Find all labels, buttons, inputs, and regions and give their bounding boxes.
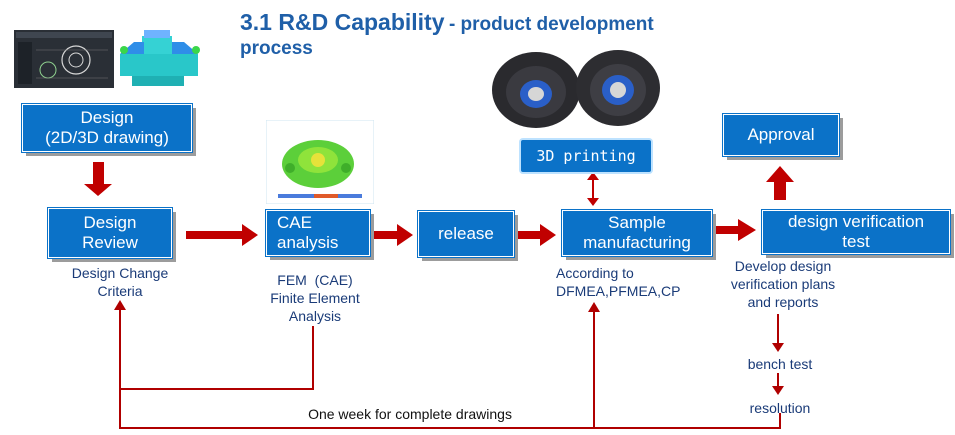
arrow-cae-to-release [372,224,413,246]
develop-plans-label: Develop design verification plans and re… [708,257,858,312]
title-sub: - product development [448,14,654,35]
fem-analysis-image [266,120,374,204]
sample-line1: Sample [608,212,666,232]
develop-line2: verification plans [730,276,836,293]
resolution-label: resolution [749,400,811,416]
design-box-line1: Design [80,107,134,127]
release-label: release [438,223,494,243]
product-photo-image [492,50,660,128]
arrow-review-to-cae [186,224,258,246]
loop-cae-to-criteria [119,308,314,390]
title-sub-line2: process [240,37,313,59]
sample-manufacturing-box: Sample manufacturing [561,209,713,257]
loop-resolution-to-criteria [119,389,781,429]
design-verification-test-box: design verification test [761,209,951,255]
fem-line3: Analysis [288,308,342,325]
fem-line1: FEM (CAE) [277,272,353,288]
develop-line1: Develop design [734,258,832,274]
one-week-label: One week for complete drawings [308,406,512,422]
according-line2: DFMEA,PFMEA,CP [556,283,681,300]
dvt-line2: test [842,232,870,251]
design-box: Design (2D/3D drawing) [21,103,193,153]
cae-line1: CAE [277,212,312,232]
design-change-line1: Design Change [71,265,169,281]
design-review-box: Design Review [47,207,173,259]
approval-label: Approval [747,124,815,144]
cae-line2: analysis [277,233,339,252]
design-change-line2: Criteria [97,283,143,300]
3d-printing-label: 3D printing [536,147,636,165]
bench-test-label: bench test [747,356,813,372]
cae-analysis-box: CAE analysis [265,209,371,257]
dvt-line1: design verification [787,211,925,231]
page-title: 3.1 R&D Capability - product development… [240,8,760,61]
fem-line2: Finite Element [270,290,360,307]
arrow-sample-to-dvt [712,219,756,241]
fem-label: FEM (CAE) Finite Element Analysis [245,271,385,326]
sample-line2: manufacturing [583,233,691,252]
arrow-dvt-to-approval [766,166,794,200]
according-line1: According to [556,265,634,281]
according-to-label: According to DFMEA,PFMEA,CP [556,264,706,300]
develop-line3: and reports [747,294,819,311]
design-change-criteria-label: Design Change Criteria [50,264,190,300]
arrow-design-to-review [84,162,112,196]
cad-screenshot-image [14,30,114,88]
arrow-release-to-sample [516,224,556,246]
3d-printing-box: 3D printing [519,138,653,174]
title-main: 3.1 R&D Capability [240,9,445,35]
approval-box: Approval [722,113,840,157]
design-review-line1: Design [83,212,137,232]
design-review-line2: Review [82,233,138,252]
design-box-line2: (2D/3D drawing) [45,128,169,147]
3d-model-image [120,30,200,86]
release-box: release [417,210,515,258]
